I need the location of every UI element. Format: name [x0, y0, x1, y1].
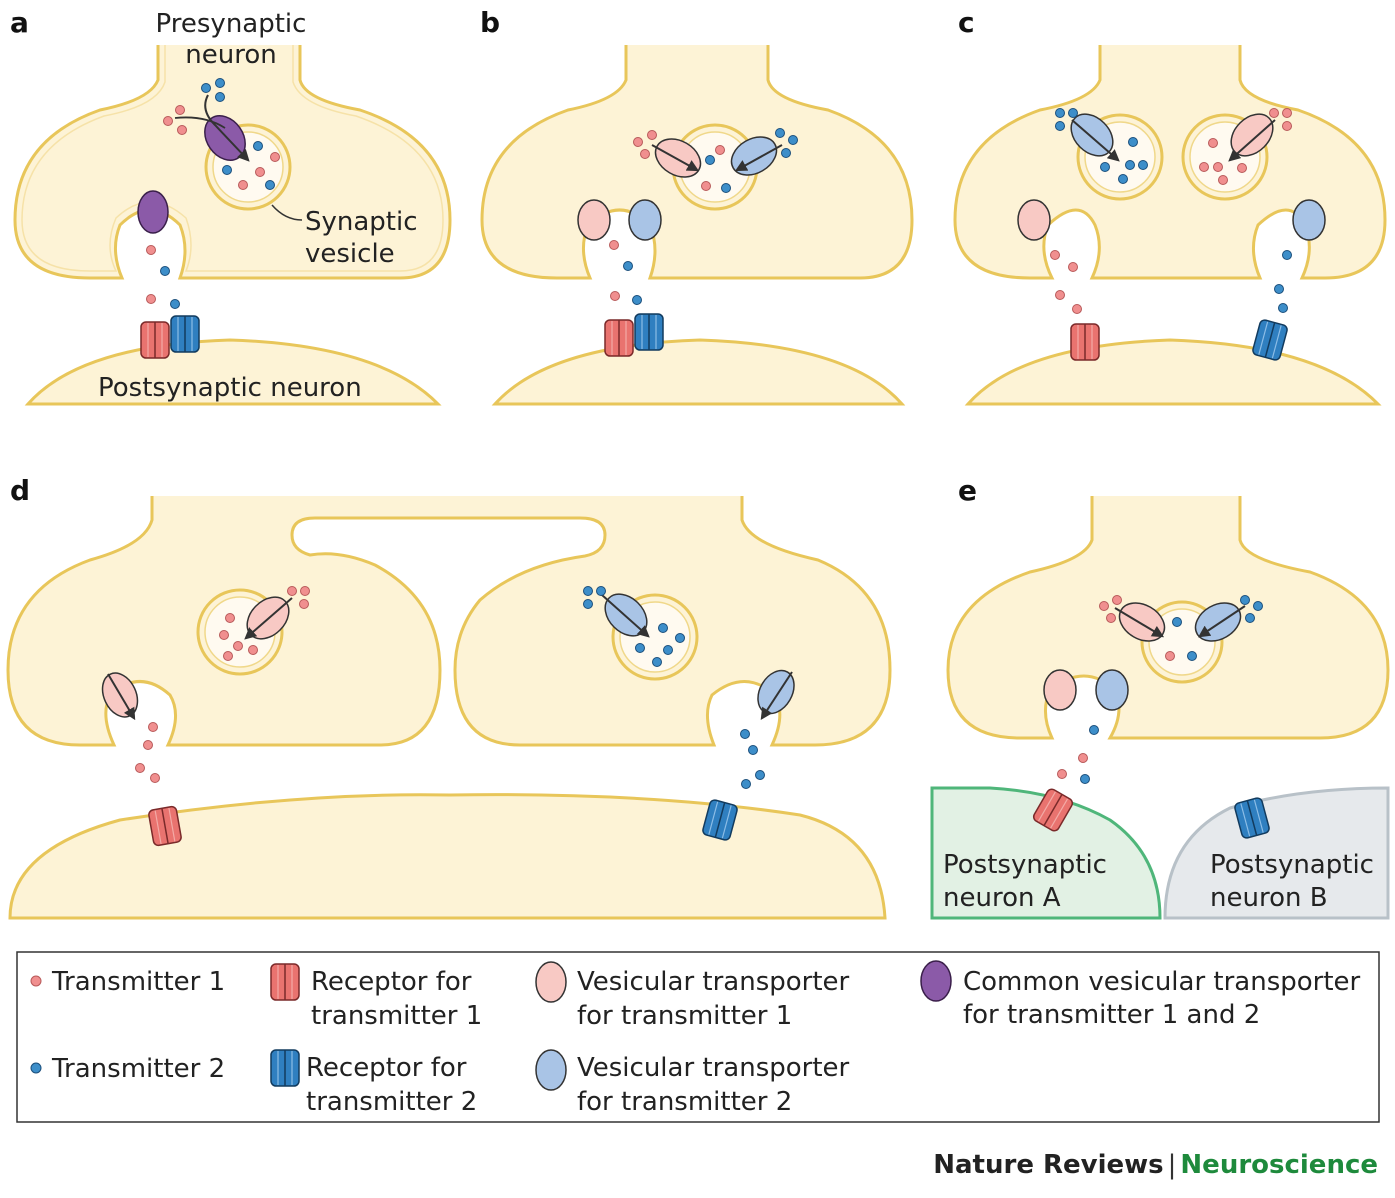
panel-b: b — [480, 6, 914, 406]
neuron-a-label-1: Postsynaptic — [943, 850, 1107, 880]
panel-e: e Postsynaptic neuron A Postsynaptic neu… — [930, 474, 1390, 920]
neuron-b-label-2: neuron B — [1210, 883, 1328, 913]
neuron-b-label-1: Postsynaptic — [1210, 850, 1374, 880]
journal-separator: | — [1167, 1150, 1177, 1180]
neuron-a-label-2: neuron A — [943, 883, 1061, 913]
postsynaptic-neuron — [24, 338, 442, 406]
panel-letter-e: e — [958, 474, 977, 507]
panel-c: c — [953, 6, 1387, 406]
journal-footer: Nature Reviews|Neuroscience — [0, 1150, 1378, 1180]
legend-receptor-1-line2: transmitter 1 — [311, 1001, 482, 1031]
legend-vt1-line1: Vesicular transporter — [577, 967, 850, 997]
vt2-icon — [535, 1049, 567, 1091]
legend-common-line1: Common vesicular transporter — [963, 967, 1361, 997]
vesicle-label-2: vesicle — [305, 239, 395, 269]
presynaptic-label-1: Presynaptic — [156, 9, 307, 39]
legend-transmitter-2: Transmitter 2 — [51, 1054, 225, 1084]
postsynaptic-neuron-a — [930, 786, 1162, 920]
legend: Transmitter 1 Transmitter 2 Receptor for… — [16, 951, 1380, 1123]
legend-vt2-line2: for transmitter 2 — [577, 1087, 792, 1117]
legend-vt1-line2: for transmitter 1 — [577, 1001, 792, 1031]
panel-letter-d: d — [10, 474, 30, 507]
legend-receptor-1-line1: Receptor for — [311, 967, 472, 997]
vesicle-label-1: Synaptic — [305, 207, 418, 237]
vt1-icon — [535, 961, 567, 1003]
common-transporter-icon — [920, 960, 952, 1002]
receptor-2-icon — [270, 1049, 300, 1087]
panel-d: d — [6, 474, 892, 920]
presynaptic-label-2: neuron — [185, 40, 276, 70]
panel-letter-c: c — [958, 6, 975, 39]
panel-a: a Presynaptic neuron Synaptic vesicle Po… — [10, 6, 452, 406]
receptor-1-icon — [270, 963, 300, 1001]
panel-letter-b: b — [480, 6, 500, 39]
legend-transmitter-1: Transmitter 1 — [51, 967, 225, 997]
postsynaptic-label: Postsynaptic neuron — [98, 373, 362, 403]
transmitter-1-icon — [30, 975, 42, 987]
journal-name: Nature Reviews — [933, 1150, 1164, 1180]
legend-common-line2: for transmitter 1 and 2 — [963, 1000, 1260, 1030]
legend-receptor-2-line2: transmitter 2 — [306, 1087, 477, 1117]
legend-receptor-2-line1: Receptor for — [306, 1053, 467, 1083]
panel-letter-a: a — [10, 6, 29, 39]
journal-section: Neuroscience — [1180, 1150, 1378, 1180]
legend-vt2-line1: Vesicular transporter — [577, 1053, 850, 1083]
transmitter-2-icon — [30, 1062, 42, 1074]
